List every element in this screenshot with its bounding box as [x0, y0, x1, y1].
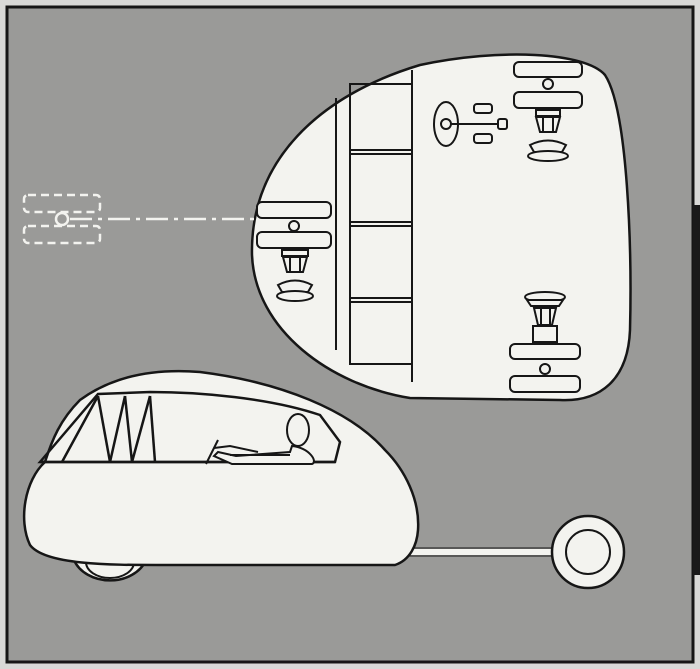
- rear-wheel-assembly-top: [513, 61, 583, 162]
- steering-column: [205, 439, 219, 465]
- trailing-wheel: [550, 514, 626, 590]
- seat-blocks: [335, 70, 413, 382]
- steering-wheel-icon: [433, 101, 508, 147]
- driver-figure: [212, 413, 315, 465]
- vehicle-body: [22, 369, 420, 567]
- plan-view-cutaway: [250, 53, 632, 402]
- rear-wheel-assembly-bottom: [509, 291, 581, 393]
- side-view-vehicle: [22, 369, 626, 590]
- window-outline: [37, 390, 342, 464]
- remote-hub-circle: [54, 211, 70, 227]
- roll-frame: [60, 395, 157, 463]
- front-wheel-assembly: [256, 201, 332, 302]
- right-edge-strip: [693, 205, 700, 575]
